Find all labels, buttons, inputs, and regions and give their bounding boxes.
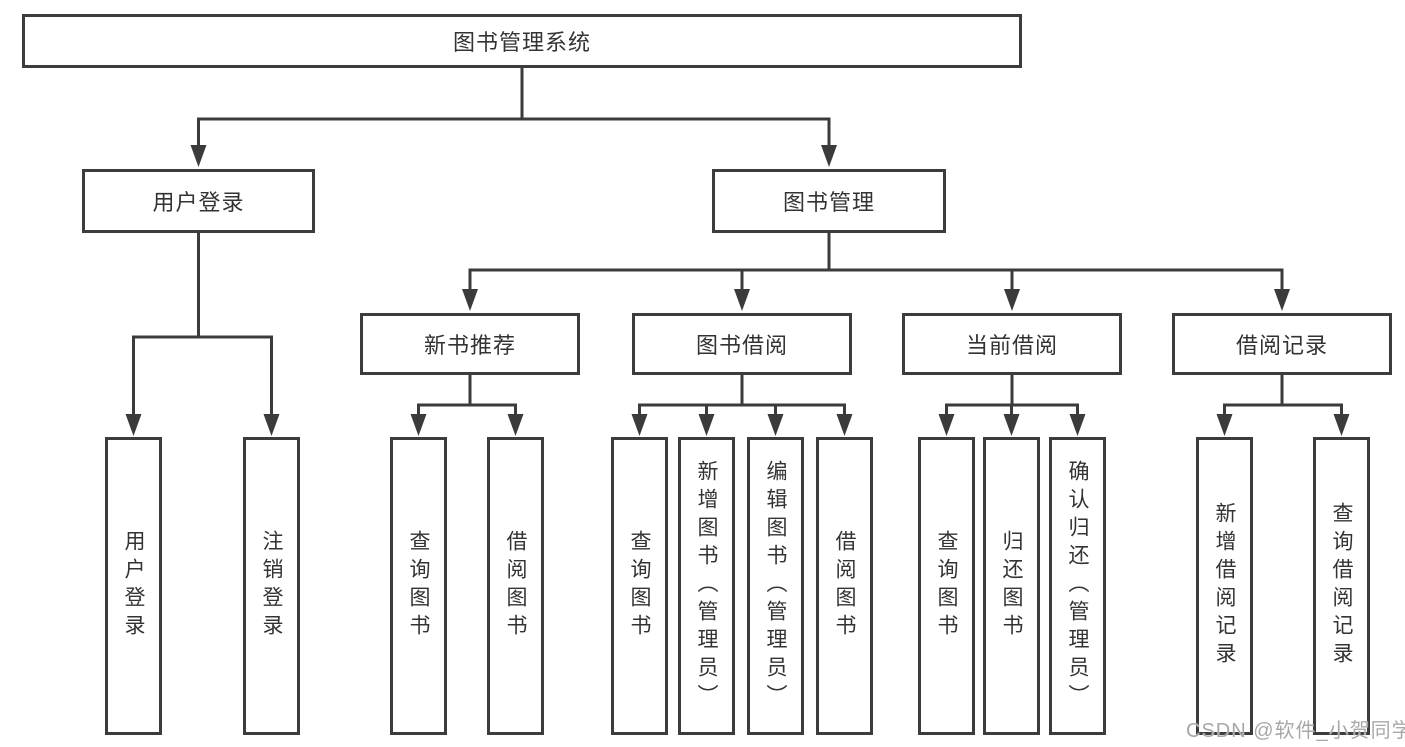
leaf-confirm-return-admin: 确认归还（管理员） [1049,437,1106,735]
leaf-label: 借阅图书 [504,530,527,642]
leaf-label: 查询图书 [407,530,430,642]
node-label: 图书管理 [782,190,875,215]
leaf-search-borrow-record: 查询借阅记录 [1313,437,1370,735]
leaf-label: 新增图书（管理员） [695,460,718,712]
leaf-label: 新增借阅记录 [1213,502,1236,670]
node-borrowing-records: 借阅记录 [1172,313,1392,375]
node-label: 借阅记录 [1235,333,1328,358]
node-book-management: 图书管理 [712,169,946,233]
leaf-label: 确认归还（管理员） [1066,460,1089,712]
leaf-label: 归还图书 [1000,530,1023,642]
leaf-label: 注销登录 [260,530,283,642]
leaf-borrow-books-recommend: 借阅图书 [487,437,544,735]
leaf-search-books-recommend: 查询图书 [390,437,447,735]
leaf-logout: 注销登录 [243,437,300,735]
node-book-borrowing: 图书借阅 [632,313,852,375]
watermark-text: CSDN @软件_小贺同学 [1186,720,1405,742]
node-label: 新书推荐 [423,333,516,358]
leaf-label: 借阅图书 [833,530,856,642]
leaf-user-login: 用户登录 [105,437,162,735]
leaf-search-books-borrowing: 查询图书 [611,437,668,735]
leaf-add-book-admin: 新增图书（管理员） [678,437,735,735]
leaf-edit-book-admin: 编辑图书（管理员） [747,437,804,735]
leaf-borrow-books-borrowing: 借阅图书 [816,437,873,735]
node-user-login: 用户登录 [82,169,315,233]
leaf-add-borrow-record: 新增借阅记录 [1196,437,1253,735]
node-label: 图书借阅 [695,333,788,358]
node-label: 当前借阅 [965,333,1058,358]
node-current-borrowing: 当前借阅 [902,313,1122,375]
leaf-label: 查询图书 [935,530,958,642]
node-label: 图书管理系统 [452,30,591,55]
node-library-management-system: 图书管理系统 [22,14,1022,68]
leaf-search-books-current: 查询图书 [918,437,975,735]
node-label: 用户登录 [152,190,245,215]
node-new-book-recommendation: 新书推荐 [360,313,580,375]
leaf-label: 编辑图书（管理员） [764,460,787,712]
leaf-label: 查询图书 [628,530,651,642]
leaf-return-books: 归还图书 [983,437,1040,735]
leaf-label: 用户登录 [122,530,145,642]
leaf-label: 查询借阅记录 [1330,502,1353,670]
